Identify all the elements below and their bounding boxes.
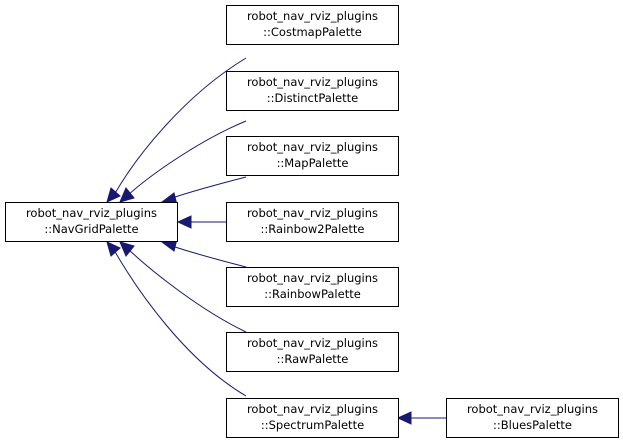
- node-box: [226, 398, 399, 438]
- node-line2: ::CostmapPalette: [263, 25, 362, 39]
- node-line1: robot_nav_rviz_plugins: [247, 402, 378, 416]
- edge-rainbow-to-navgrid: [171, 245, 247, 268]
- node-rawpalette[interactable]: robot_nav_rviz_plugins ::RawPalette: [226, 332, 399, 372]
- edge-raw-to-navgrid: [126, 247, 247, 333]
- node-line1: robot_nav_rviz_plugins: [26, 206, 157, 220]
- node-line2: ::BluesPalette: [493, 418, 572, 432]
- edge-map-to-navgrid: [171, 176, 247, 199]
- node-box: [226, 136, 399, 176]
- node-distinctpalette[interactable]: robot_nav_rviz_plugins ::DistinctPalette: [226, 71, 399, 111]
- edge-distinct-to-navgrid: [126, 120, 247, 197]
- node-line1: robot_nav_rviz_plugins: [247, 140, 378, 154]
- node-line2: ::MapPalette: [277, 156, 349, 170]
- node-rainbow2palette[interactable]: robot_nav_rviz_plugins ::Rainbow2Palette: [226, 202, 399, 242]
- node-line2: ::RawPalette: [277, 352, 349, 366]
- node-box: [446, 398, 619, 438]
- arrowhead-distinct: [119, 187, 135, 203]
- edge-costmap-to-navgrid: [113, 57, 247, 196]
- node-line1: robot_nav_rviz_plugins: [247, 75, 378, 89]
- node-box: [226, 71, 399, 111]
- node-line1: robot_nav_rviz_plugins: [247, 271, 378, 285]
- arrowhead-rainbow2: [176, 215, 192, 229]
- node-line1: robot_nav_rviz_plugins: [247, 9, 378, 23]
- node-box: [226, 202, 399, 242]
- arrowhead-spectrum: [106, 241, 121, 257]
- node-line2: ::SpectrumPalette: [261, 418, 364, 432]
- node-box: [226, 332, 399, 372]
- node-rainbowpalette[interactable]: robot_nav_rviz_plugins ::RainbowPalette: [226, 267, 399, 307]
- edge-spectrum-to-navgrid: [113, 249, 247, 397]
- node-box: [5, 202, 178, 242]
- node-line1: robot_nav_rviz_plugins: [467, 402, 598, 416]
- node-spectrumpalette[interactable]: robot_nav_rviz_plugins ::SpectrumPalette: [226, 398, 399, 438]
- node-costmappalette[interactable]: robot_nav_rviz_plugins ::CostmapPalette: [226, 5, 399, 45]
- node-line1: robot_nav_rviz_plugins: [247, 336, 378, 350]
- node-line2: ::DistinctPalette: [267, 91, 358, 105]
- node-line2: ::RainbowPalette: [264, 287, 361, 301]
- arrowhead-blues: [396, 411, 412, 425]
- node-line2: ::NavGridPalette: [44, 222, 138, 236]
- node-box: [226, 5, 399, 45]
- arrowhead-raw: [119, 241, 135, 257]
- arrowhead-costmap: [106, 187, 121, 203]
- node-box: [226, 267, 399, 307]
- node-line2: ::Rainbow2Palette: [261, 222, 365, 236]
- node-line1: robot_nav_rviz_plugins: [247, 206, 378, 220]
- node-mappalette[interactable]: robot_nav_rviz_plugins ::MapPalette: [226, 136, 399, 176]
- node-bluespalette[interactable]: robot_nav_rviz_plugins ::BluesPalette: [446, 398, 619, 438]
- node-navgridpalette[interactable]: robot_nav_rviz_plugins ::NavGridPalette: [5, 202, 178, 242]
